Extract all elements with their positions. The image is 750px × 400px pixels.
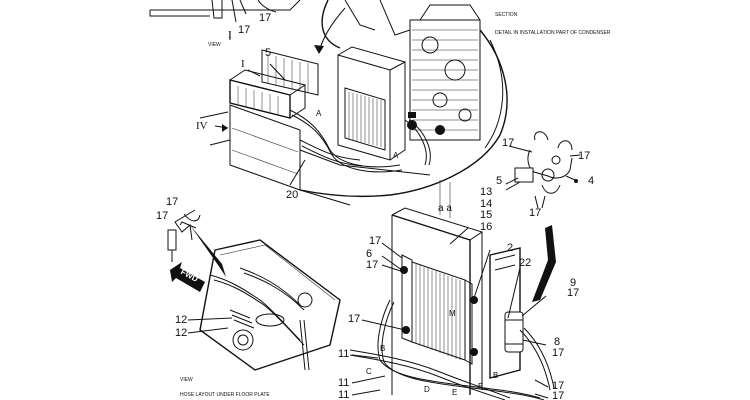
position-letter: B — [493, 371, 499, 380]
callout-17: 17 — [369, 235, 382, 247]
callout-17: 17 — [259, 12, 272, 24]
callout-17: 17 — [529, 207, 542, 219]
callout-14: 14 — [480, 198, 493, 210]
callout-17: 17 — [238, 24, 251, 36]
position-letter: A — [393, 151, 399, 160]
callout-6: 6 — [366, 248, 373, 260]
callout-16: 16 — [480, 221, 493, 233]
machine-upper-body — [199, 0, 508, 206]
detail-bracket-assembly — [505, 131, 581, 209]
callout-9: 9 — [570, 277, 577, 289]
callout-12: 12 — [175, 327, 188, 339]
view-label-top: VIEW — [208, 42, 221, 48]
detail-caption: DETAIL IN INSTALLATION PART OF CONDENSER — [495, 30, 611, 36]
callout-5: 5 — [496, 175, 503, 187]
position-letter: D — [424, 385, 430, 394]
callout-17: 17 — [578, 150, 591, 162]
upper-hoses — [289, 109, 445, 173]
position-letter: A — [316, 109, 322, 118]
top-left-view-fragment — [149, 0, 301, 40]
section-label: SECTION — [495, 12, 518, 18]
callout-8: 8 — [554, 336, 561, 348]
callout-17: 17 — [567, 287, 580, 299]
view-marker-iv: IV — [196, 120, 208, 132]
upper-condenser — [337, 46, 406, 161]
callout-17: 17 — [366, 259, 379, 271]
view-marker-i: I — [241, 58, 245, 70]
callout-17: 17 — [156, 210, 169, 222]
callout-11: 11 — [338, 377, 350, 389]
callout-5: 5 — [265, 47, 272, 59]
floor-plate-view — [167, 209, 341, 371]
callout-15: 15 — [480, 209, 493, 221]
callout-22: 22 — [519, 257, 532, 269]
condenser-assembly — [349, 180, 556, 400]
callout-13: 13 — [480, 186, 493, 198]
callout-17: 17 — [552, 380, 565, 392]
callout-17: 17 — [502, 137, 515, 149]
callout-17: 17 — [552, 390, 565, 400]
callout-17: 17 — [348, 313, 361, 325]
position-letter: M — [449, 309, 456, 318]
position-letter: E — [452, 388, 458, 397]
callout-12: 12 — [175, 314, 188, 326]
callout-20: 20 — [286, 189, 299, 201]
view-marker-i-top: I — [228, 29, 232, 41]
position-letter: C — [366, 367, 372, 376]
callout-17: 17 — [166, 196, 179, 208]
position-letter: B — [380, 344, 386, 353]
ac-unit — [229, 49, 319, 119]
position-letter: E — [478, 382, 484, 391]
callout-11: 11 — [338, 348, 350, 360]
callout-11: 11 — [338, 389, 350, 400]
section-aa-label: a a — [438, 203, 452, 214]
hose-layout-caption: HOSE LAYOUT UNDER FLOOR PLATE — [180, 392, 270, 398]
callout-4: 4 — [588, 175, 595, 187]
callout-17: 17 — [552, 347, 565, 359]
callout-2: 2 — [507, 242, 514, 254]
view-label-bottom: VIEW — [180, 377, 193, 383]
